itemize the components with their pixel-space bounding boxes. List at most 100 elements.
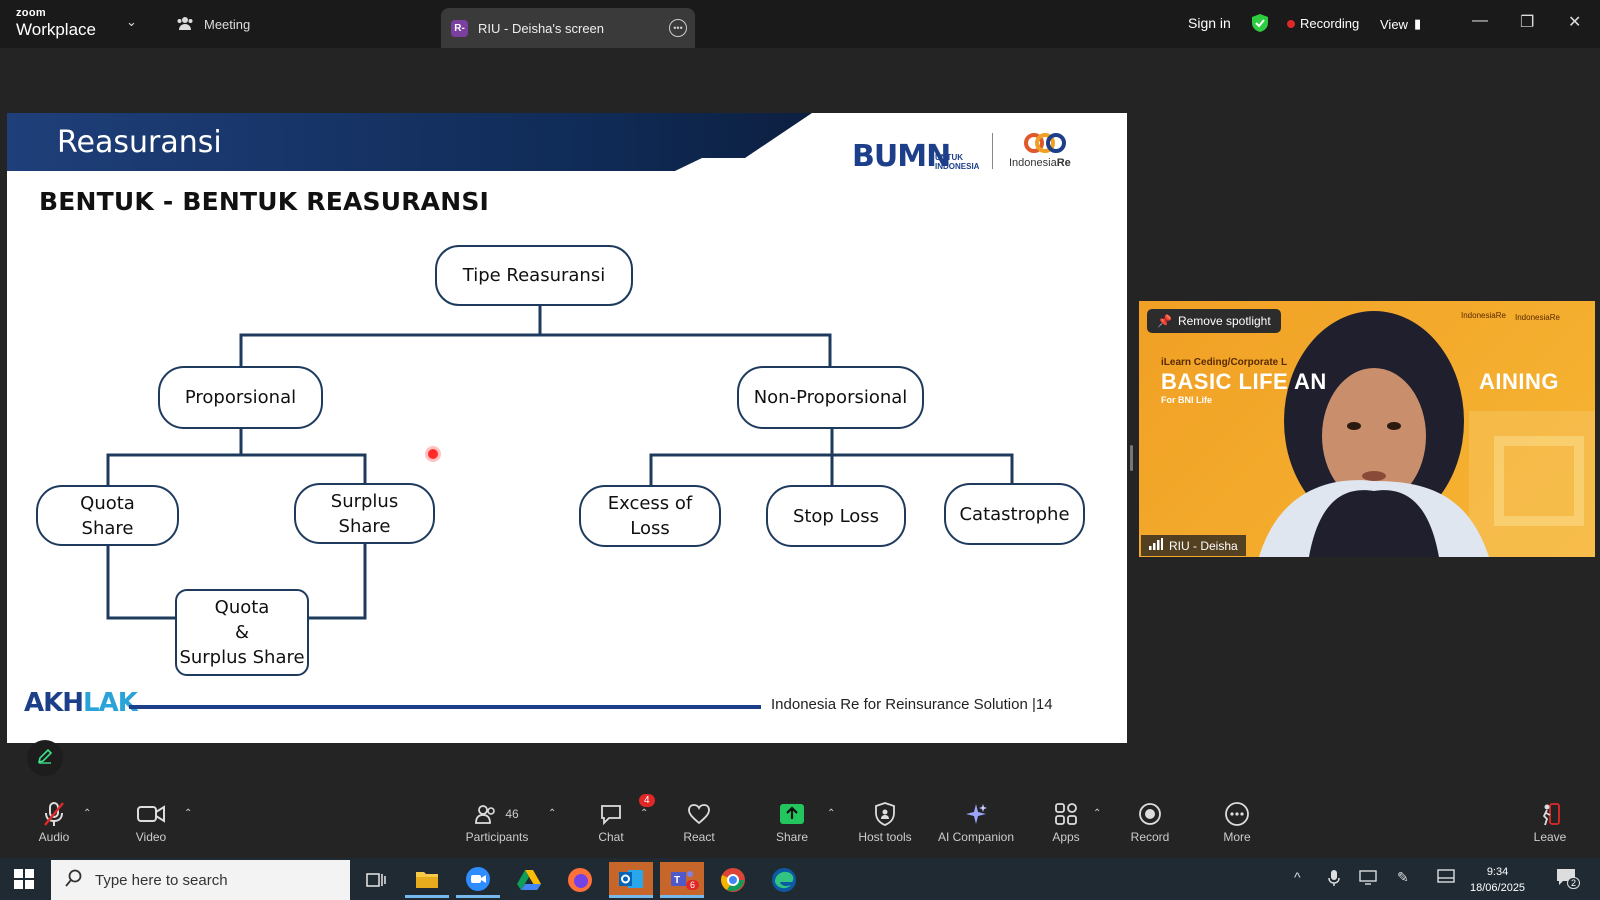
participants-count: 46 (505, 807, 519, 821)
windows-start-icon[interactable] (14, 869, 34, 894)
title-bar: zoom Workplace ⌄ Meeting R- RIU - Deisha… (0, 0, 1600, 48)
meeting-toolbar: Audio ⌃ Video ⌃ 46 Participants ⌃ 4 Chat… (0, 794, 1600, 858)
ire-text-a: Indonesia (1009, 157, 1057, 169)
ai-companion-label: AI Companion (937, 830, 1015, 844)
annotate-pen-button[interactable] (27, 740, 63, 776)
signal-bars-icon (1149, 538, 1163, 553)
ire-text-b: Re (1056, 157, 1071, 169)
node-proporsional: Proporsional (158, 366, 323, 429)
host-tools-button[interactable]: Host tools (850, 800, 920, 844)
display-tray-icon[interactable] (1437, 869, 1455, 886)
taskbar-clock[interactable]: 9:34 18/06/2025 (1470, 864, 1525, 896)
tab-shared-screen[interactable]: R- RIU - Deisha's screen ••• (441, 8, 695, 48)
video-button[interactable]: Video (116, 800, 186, 844)
panel-resize-handle[interactable] (1130, 445, 1133, 471)
audio-button[interactable]: Audio (19, 800, 89, 844)
search-icon (65, 869, 83, 891)
participants-caret-icon[interactable]: ⌃ (548, 808, 557, 819)
apps-label: Apps (1052, 830, 1080, 844)
view-layout-icon: ▮ (1413, 16, 1422, 31)
audio-options-caret-icon[interactable]: ⌃ (83, 808, 92, 819)
sparkle-icon (964, 800, 988, 828)
record-button[interactable]: Record (1115, 800, 1185, 844)
node-stop-loss: Stop Loss (766, 485, 906, 547)
brand-line2: Workplace (16, 20, 96, 39)
tab-meeting[interactable]: Meeting (176, 10, 250, 38)
pin-icon: 📌 (1157, 314, 1172, 328)
more-dots-icon (1224, 800, 1250, 828)
audio-label: Audio (38, 830, 70, 844)
node-qs-line1: Quota (214, 597, 270, 618)
sign-in-button[interactable]: Sign in (1188, 15, 1231, 31)
video-logo-indonesiare-1: IndonesiaRe (1461, 311, 1506, 320)
laser-pointer (428, 449, 438, 459)
node-quota-share: Quota Share (36, 485, 179, 546)
clock-time: 9:34 (1486, 866, 1509, 878)
shield-check-icon[interactable] (1251, 13, 1269, 38)
recording-indicator[interactable]: Recording (1287, 16, 1359, 31)
node-qs-line2: & (234, 622, 250, 643)
share-caret-icon[interactable]: ⌃ (827, 808, 836, 819)
share-screen-icon (779, 800, 805, 828)
video-options-caret-icon[interactable]: ⌃ (184, 808, 193, 819)
video-label: Video (135, 830, 167, 844)
zoom-brand[interactable]: zoom Workplace (16, 8, 96, 39)
notifications-icon[interactable]: 2 (1555, 867, 1581, 890)
shared-slide: Reasuransi BUMN UNTUK INDONESIA Indonesi… (7, 113, 1127, 743)
apps-button[interactable]: Apps (1031, 800, 1101, 844)
node-non-proporsional: Non-Proporsional (737, 366, 924, 429)
node-surplus-share-line1: Surplus (330, 490, 399, 512)
remove-spotlight-label: Remove spotlight (1177, 314, 1271, 328)
teams-icon[interactable]: T 6 (660, 862, 704, 898)
leave-button[interactable]: Leave (1515, 800, 1585, 844)
remove-spotlight-button[interactable]: 📌 Remove spotlight (1147, 309, 1281, 333)
react-button[interactable]: React (664, 800, 734, 844)
chat-badge: 4 (639, 794, 655, 807)
tab-meeting-label: Meeting (204, 16, 251, 32)
clock-date: 18/06/2025 (1470, 882, 1526, 894)
microphone-tray-icon[interactable] (1327, 869, 1341, 890)
teams-badge: 6 (686, 880, 700, 890)
ai-companion-button[interactable]: AI Companion (926, 800, 1026, 844)
edge-icon[interactable] (762, 862, 806, 898)
google-drive-icon[interactable] (507, 862, 551, 898)
chat-caret-icon[interactable]: ⌃ (640, 808, 649, 819)
close-icon[interactable]: ✕ (1568, 14, 1582, 31)
node-xol-line1: Excess of (607, 493, 693, 514)
chevron-down-icon[interactable]: ⌄ (126, 14, 137, 29)
zoom-app-icon[interactable] (456, 862, 500, 898)
tab-shared-screen-label: RIU - Deisha's screen (478, 20, 605, 36)
share-button[interactable]: Share (757, 800, 827, 844)
chrome-icon[interactable] (711, 862, 755, 898)
network-tray-icon[interactable] (1359, 869, 1377, 888)
view-button[interactable]: View ▮ (1380, 16, 1421, 32)
slide-footer: Indonesia Re for Reinsurance Solution |1… (771, 696, 1053, 713)
bumn-logo: BUMN (852, 139, 951, 174)
participants-label: Participants (465, 830, 529, 844)
task-view-icon[interactable] (354, 862, 398, 898)
participants-button[interactable]: 46 Participants (461, 800, 533, 844)
camera-icon (137, 800, 165, 828)
node-quota-share-line1: Quota (80, 492, 135, 514)
outlook-icon[interactable] (609, 862, 653, 898)
minimize-icon[interactable]: — (1472, 12, 1488, 29)
participants-icon (475, 805, 496, 824)
restore-icon[interactable]: ❐ (1520, 14, 1535, 31)
taskbar-search-input[interactable]: Type here to search (51, 860, 350, 900)
tray-overflow-icon[interactable]: ^ (1294, 869, 1301, 885)
apps-caret-icon[interactable]: ⌃ (1093, 808, 1102, 819)
participant-name: RIU - Deisha (1169, 538, 1238, 553)
chat-label: Chat (598, 830, 624, 844)
chat-button[interactable]: 4 Chat (576, 794, 655, 844)
footer-divider (129, 705, 761, 709)
more-options-icon[interactable]: ••• (669, 19, 687, 37)
host-shield-icon (874, 800, 896, 828)
more-button[interactable]: More (1202, 800, 1272, 844)
participant-video[interactable]: 📌 Remove spotlight IndonesiaRe Indonesia… (1139, 301, 1595, 557)
firefox-icon[interactable] (558, 862, 602, 898)
leave-label: Leave (1533, 830, 1567, 844)
bumn-logo-sub: UNTUK INDONESIA (935, 153, 979, 171)
file-explorer-icon[interactable] (405, 862, 449, 898)
video-banner-text: BASIC LIFE AN (1161, 369, 1327, 394)
pen-tray-icon[interactable]: ✎ (1397, 869, 1409, 885)
